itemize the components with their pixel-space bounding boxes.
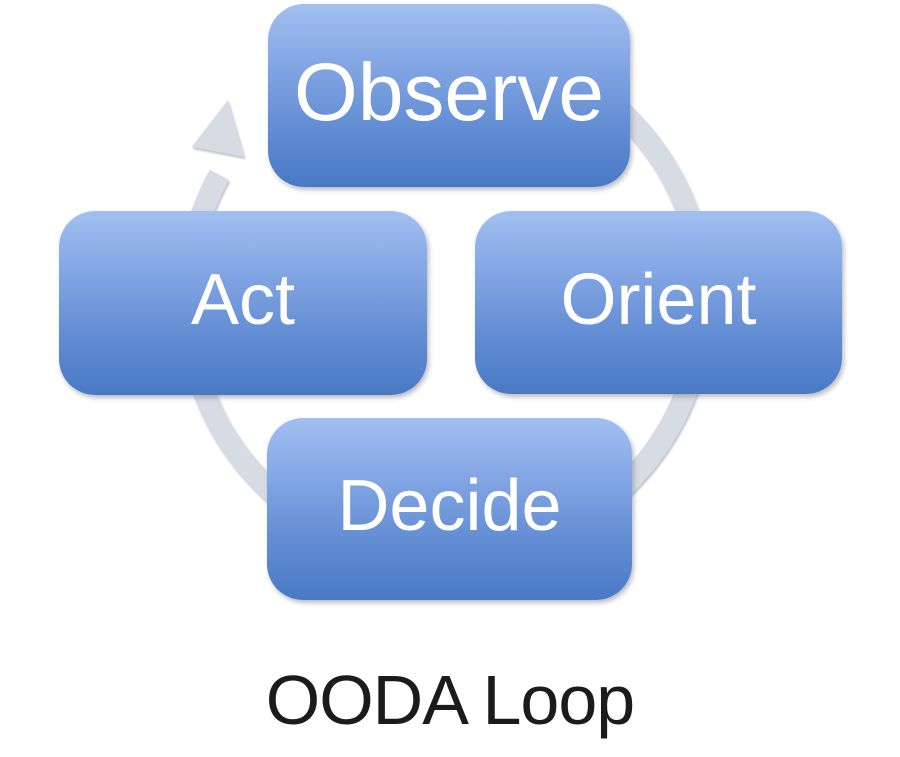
diagram-title: OODA Loop (265, 661, 635, 739)
node-label: Act (190, 260, 296, 340)
arrowhead-icon (191, 100, 245, 157)
node-act: Act (59, 211, 427, 395)
node-label: Observe (294, 46, 604, 138)
node-orient: Orient (475, 211, 842, 394)
node-observe: Observe (268, 4, 630, 187)
node-label: Orient (560, 259, 757, 340)
node-label: Decide (337, 466, 562, 546)
node-decide: Decide (267, 418, 632, 600)
